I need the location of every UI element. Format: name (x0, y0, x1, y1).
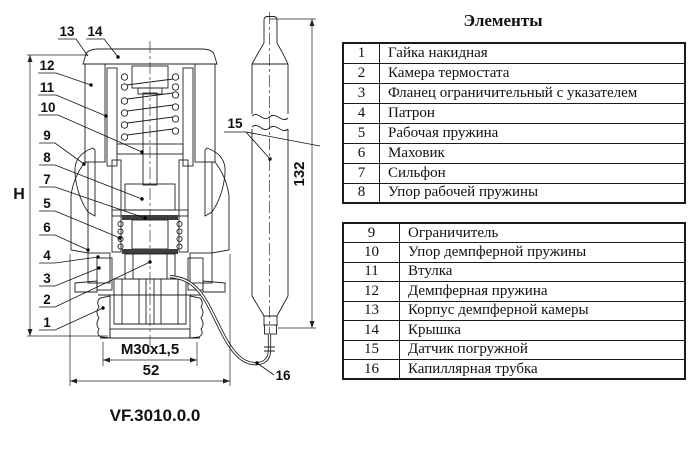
callout-15: 15 (227, 116, 243, 131)
callout-numbers: 13 14 12 11 10 9 8 7 5 6 4 3 2 1 15 16 (39, 24, 291, 383)
part-name: Втулка (399, 261, 686, 282)
part-number: 16 (342, 359, 400, 380)
part-number: 5 (342, 122, 380, 144)
part-name: Рабочая пружина (379, 122, 686, 144)
callout-13: 13 (59, 24, 75, 39)
part-number: 12 (342, 281, 400, 302)
callout-3: 3 (43, 271, 51, 286)
part-name: Фланец ограничительный с указателем (379, 82, 686, 104)
callout-12: 12 (39, 58, 54, 73)
dimension-H: H (13, 54, 108, 337)
dimension-52-label: 52 (143, 362, 160, 379)
part-name: Упор демпферной пружины (399, 242, 686, 263)
part-name: Корпус демпферной камеры (399, 300, 686, 321)
part-name: Датчик погружной (399, 339, 686, 360)
part-name: Камера термостата (379, 62, 686, 84)
part-number: 14 (342, 320, 400, 341)
part-name: Ограничитель (399, 222, 686, 243)
limiter-wing-left (74, 147, 96, 217)
part-name: Патрон (379, 102, 686, 124)
part-number: 2 (342, 62, 380, 84)
callout-16: 16 (275, 368, 291, 383)
break-line (251, 114, 289, 120)
technical-drawing: H 132 M30x1,5 52 VF.3010.0.0 (13, 12, 321, 425)
part-number: 1 (342, 42, 380, 64)
part-number: 7 (342, 162, 380, 184)
callout-1: 1 (43, 315, 51, 330)
callout-5: 5 (43, 196, 51, 211)
part-number: 11 (342, 261, 400, 282)
part-name: Сильфон (379, 162, 686, 184)
dimension-H-label: H (13, 186, 25, 203)
part-number: 3 (342, 82, 380, 104)
immersion-sensor (251, 12, 289, 344)
part-number: 8 (342, 182, 380, 204)
part-name: Капиллярная трубка (399, 359, 686, 380)
part-name: Гайка накидная (379, 42, 686, 64)
parts-table-title: Элементы (463, 11, 543, 30)
part-number: 6 (342, 142, 380, 164)
dimension-thread-label: M30x1,5 (121, 341, 179, 358)
callout-6: 6 (43, 220, 51, 235)
thermostatic-head (70, 41, 230, 352)
callout-11: 11 (40, 80, 55, 95)
capillary-tube (169, 274, 275, 366)
cap (82, 48, 218, 65)
dimension-132: 132 (270, 18, 316, 329)
part-name: Демпферная пружина (399, 281, 686, 302)
callout-7: 7 (43, 172, 51, 187)
model-label: VF.3010.0.0 (110, 406, 201, 425)
dimension-52: 52 (69, 254, 231, 386)
dimension-132-label: 132 (291, 161, 308, 186)
part-name: Крышка (399, 320, 686, 341)
part-number: 4 (342, 102, 380, 124)
part-number: 10 (342, 242, 400, 263)
limiter-wing-right (204, 147, 226, 217)
part-name: Упор рабочей пружины (379, 182, 686, 204)
part-number: 9 (342, 222, 400, 243)
part-name: Маховик (379, 142, 686, 164)
callout-2: 2 (43, 292, 51, 307)
callout-10: 10 (40, 100, 55, 115)
callout-14: 14 (87, 24, 103, 39)
callout-leaders (38, 38, 321, 376)
break-line (251, 125, 289, 131)
part-number: 13 (342, 300, 400, 321)
callout-9: 9 (43, 128, 51, 143)
dimension-M30: M30x1,5 (102, 341, 198, 366)
callout-8: 8 (43, 150, 51, 165)
callout-4: 4 (43, 248, 51, 263)
part-number: 15 (342, 339, 400, 360)
